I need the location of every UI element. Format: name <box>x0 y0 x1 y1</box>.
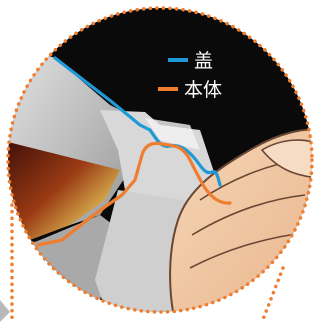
leader-line-right <box>262 268 283 322</box>
legend-label-body: 本体 <box>184 79 222 101</box>
frame-corner <box>0 300 10 322</box>
legend-label-lid: 盖 <box>194 50 213 72</box>
